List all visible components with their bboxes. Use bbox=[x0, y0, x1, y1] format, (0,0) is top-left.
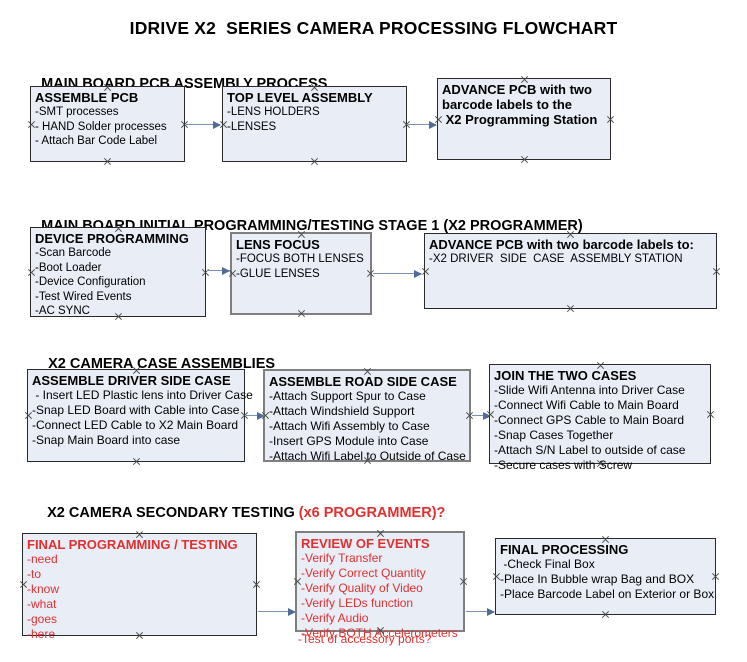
node-review-of-events-overflow-line: -Test of accessory ports? bbox=[298, 632, 432, 646]
node-line: -Attach Wifi Assembly to Case bbox=[269, 419, 430, 433]
node-title: FINAL PROCESSING bbox=[500, 542, 629, 557]
node-device-programming[interactable]: DEVICE PROGRAMMING -Scan Barcode -Boot L… bbox=[30, 227, 206, 317]
node-line: -Attach Support Spur to Case bbox=[269, 389, 426, 403]
arrow-final-programming-to-review-of-events bbox=[258, 607, 296, 616]
node-line: -Snap Main Board into case bbox=[32, 433, 181, 447]
node-assemble-driver-side-case[interactable]: ASSEMBLE DRIVER SIDE CASE - Insert LED P… bbox=[27, 369, 253, 462]
section-heading-x2-camera-secondary-testing: X2 CAMERA SECONDARY TESTING (x6 PROGRAMM… bbox=[31, 489, 445, 537]
connector-handle-bottom[interactable] bbox=[601, 610, 610, 619]
node-assemble-pcb[interactable]: ASSEMBLE PCB -SMT processes - HAND Solde… bbox=[30, 86, 185, 162]
node-line: -Test Wired Events bbox=[35, 290, 132, 303]
node-title: ASSEMBLE PCB bbox=[35, 90, 139, 105]
node-line: -Boot Loader bbox=[35, 261, 102, 274]
arrow-assemble-pcb-to-top-level-assembly bbox=[186, 120, 221, 129]
page-title: IDRIVE X2 SERIES CAMERA PROCESSING FLOWC… bbox=[129, 18, 618, 38]
arrow-top-level-assembly-to-advance-pcb bbox=[408, 120, 437, 129]
node-title: REVIEW OF EVENTS bbox=[301, 536, 430, 551]
node-line: - Insert LED Plastic lens into Driver Ca… bbox=[32, 388, 253, 402]
node-line: -Secure cases with Screw bbox=[494, 458, 633, 472]
node-line: -LENS HOLDERS bbox=[227, 106, 320, 118]
node-final-processing[interactable]: FINAL PROCESSING -Check Final Box -Place… bbox=[495, 538, 716, 615]
node-line: -Attach Windshield Support bbox=[269, 404, 415, 418]
node-assemble-road-side-case[interactable]: ASSEMBLE ROAD SIDE CASE -Attach Support … bbox=[263, 369, 471, 463]
section-heading-x2-camera-case-assemblies: X2 CAMERA CASE ASSEMBLIES bbox=[32, 340, 275, 388]
node-line: -Scan Barcode bbox=[35, 247, 112, 259]
node-line: -X2 DRIVER SIDE CASE ASSEMBLY STATION bbox=[429, 253, 683, 265]
node-lens-focus[interactable]: LENS FOCUS -FOCUS BOTH LENSES -GLUE LENS… bbox=[230, 232, 372, 315]
node-line: -Slide Wifi Antenna into Driver Case bbox=[494, 383, 685, 397]
node-title: DEVICE PROGRAMMING bbox=[35, 231, 189, 246]
arrow-device-programming-to-lens-focus bbox=[207, 266, 230, 275]
connector-handle-bottom[interactable] bbox=[566, 304, 575, 313]
node-line: -Verify LEDs function bbox=[301, 596, 414, 610]
node-line: -to bbox=[27, 567, 42, 581]
arrow-review-of-events-to-final-processing bbox=[466, 607, 495, 616]
connector-handle-right[interactable] bbox=[252, 580, 261, 589]
node-line: -Insert GPS Module into Case bbox=[269, 434, 429, 448]
node-line: -what bbox=[27, 597, 57, 611]
node-title: JOIN THE TWO CASES bbox=[494, 368, 637, 383]
arrow-lens-focus-to-advance-pcb bbox=[373, 269, 422, 278]
node-line: -Verify BOTH Accelerometers bbox=[301, 626, 458, 640]
node-line: -Connect LED Cable to X2 Main Board bbox=[32, 418, 239, 432]
node-line: -Verify Audio bbox=[301, 611, 369, 625]
connector-handle-bottom[interactable] bbox=[132, 457, 141, 466]
node-final-programming-testing[interactable]: FINAL PROGRAMMING / TESTING -need -to -k… bbox=[22, 533, 257, 641]
connector-handle-bottom[interactable] bbox=[297, 309, 306, 318]
node-line: -Verify Correct Quantity bbox=[301, 566, 426, 580]
node-line: -LENSES bbox=[227, 120, 277, 133]
node-line: -Place Barcode Label on Exterior or Box bbox=[500, 587, 715, 601]
node-line: -Check Final Box bbox=[500, 557, 595, 571]
node-join-the-two-cases[interactable]: JOIN THE TWO CASES -Slide Wifi Antenna i… bbox=[489, 364, 711, 472]
node-line: -Verify Transfer bbox=[301, 551, 383, 565]
node-line: -Attach Wifi Label to Outside of Case bbox=[269, 449, 466, 463]
node-line: -Verify Quality of Video bbox=[301, 581, 423, 595]
section-heading-accent: (x6 PROGRAMMER)? bbox=[298, 505, 446, 521]
node-line: -GLUE LENSES bbox=[236, 267, 320, 280]
node-top-level-assembly[interactable]: TOP LEVEL ASSEMBLY -LENS HOLDERS -LENSES bbox=[222, 86, 407, 162]
node-title: LENS FOCUS bbox=[236, 237, 320, 252]
node-title: ADVANCE PCB with two barcode labels to: bbox=[429, 237, 694, 252]
section-heading-text: X2 CAMERA CASE ASSEMBLIES bbox=[48, 356, 276, 372]
node-title: TOP LEVEL ASSEMBLY bbox=[227, 90, 373, 105]
connector-handle-right[interactable] bbox=[712, 267, 721, 276]
node-line: -SMT processes bbox=[35, 106, 119, 118]
node-line: -Snap LED Board with Cable into Case bbox=[32, 403, 240, 417]
section-heading-text: X2 CAMERA SECONDARY TESTING bbox=[47, 505, 299, 521]
node-title: ASSEMBLE DRIVER SIDE CASE bbox=[32, 373, 231, 388]
node-line: -AC SYNC bbox=[35, 305, 90, 317]
arrow-driver-side-to-road-side bbox=[246, 411, 265, 420]
connector-handle-bottom[interactable] bbox=[520, 155, 529, 164]
node-line: -need bbox=[27, 552, 58, 566]
arrow-road-side-to-join-cases bbox=[472, 411, 491, 420]
node-line: -goes bbox=[27, 612, 58, 626]
node-line: - HAND Solder processes bbox=[35, 120, 167, 133]
node-line: -FOCUS BOTH LENSES bbox=[236, 253, 364, 265]
connector-handle-right[interactable] bbox=[459, 577, 468, 586]
node-title-line3: X2 Programming Station bbox=[442, 112, 598, 127]
node-title: ADVANCE PCB with two bbox=[442, 82, 592, 97]
node-line: -Connect Wifi Cable to Main Board bbox=[494, 398, 679, 412]
node-line: -here bbox=[27, 627, 56, 641]
node-line: -Device Configuration bbox=[35, 276, 146, 288]
node-title: ASSEMBLE ROAD SIDE CASE bbox=[269, 374, 457, 389]
connector-handle-bottom[interactable] bbox=[103, 157, 112, 166]
node-line: -Connect GPS Cable to Main Board bbox=[494, 413, 685, 427]
node-title: FINAL PROGRAMMING / TESTING bbox=[27, 537, 238, 552]
node-line: -Snap Cases Together bbox=[494, 428, 614, 442]
node-advance-pcb-to-driver-side-case-assembly[interactable]: ADVANCE PCB with two barcode labels to: … bbox=[424, 233, 717, 309]
node-line: -Place In Bubble wrap Bag and BOX bbox=[500, 572, 695, 586]
node-title-line2: barcode labels to the bbox=[442, 97, 573, 112]
connector-handle-right[interactable] bbox=[711, 572, 720, 581]
connector-handle-right[interactable] bbox=[606, 115, 615, 124]
node-advance-pcb-to-x2-programming-station[interactable]: ADVANCE PCB with two barcode labels to t… bbox=[437, 78, 611, 160]
node-line: - Attach Bar Code Label bbox=[35, 135, 158, 147]
connector-handle-right[interactable] bbox=[201, 268, 210, 277]
node-review-of-events[interactable]: REVIEW OF EVENTS -Verify Transfer -Verif… bbox=[295, 531, 468, 640]
node-line: -Attach S/N Label to outside of case bbox=[494, 443, 686, 457]
node-line: -know bbox=[27, 582, 60, 596]
connector-handle-right[interactable] bbox=[706, 410, 715, 419]
connector-handle-bottom[interactable] bbox=[310, 157, 319, 166]
